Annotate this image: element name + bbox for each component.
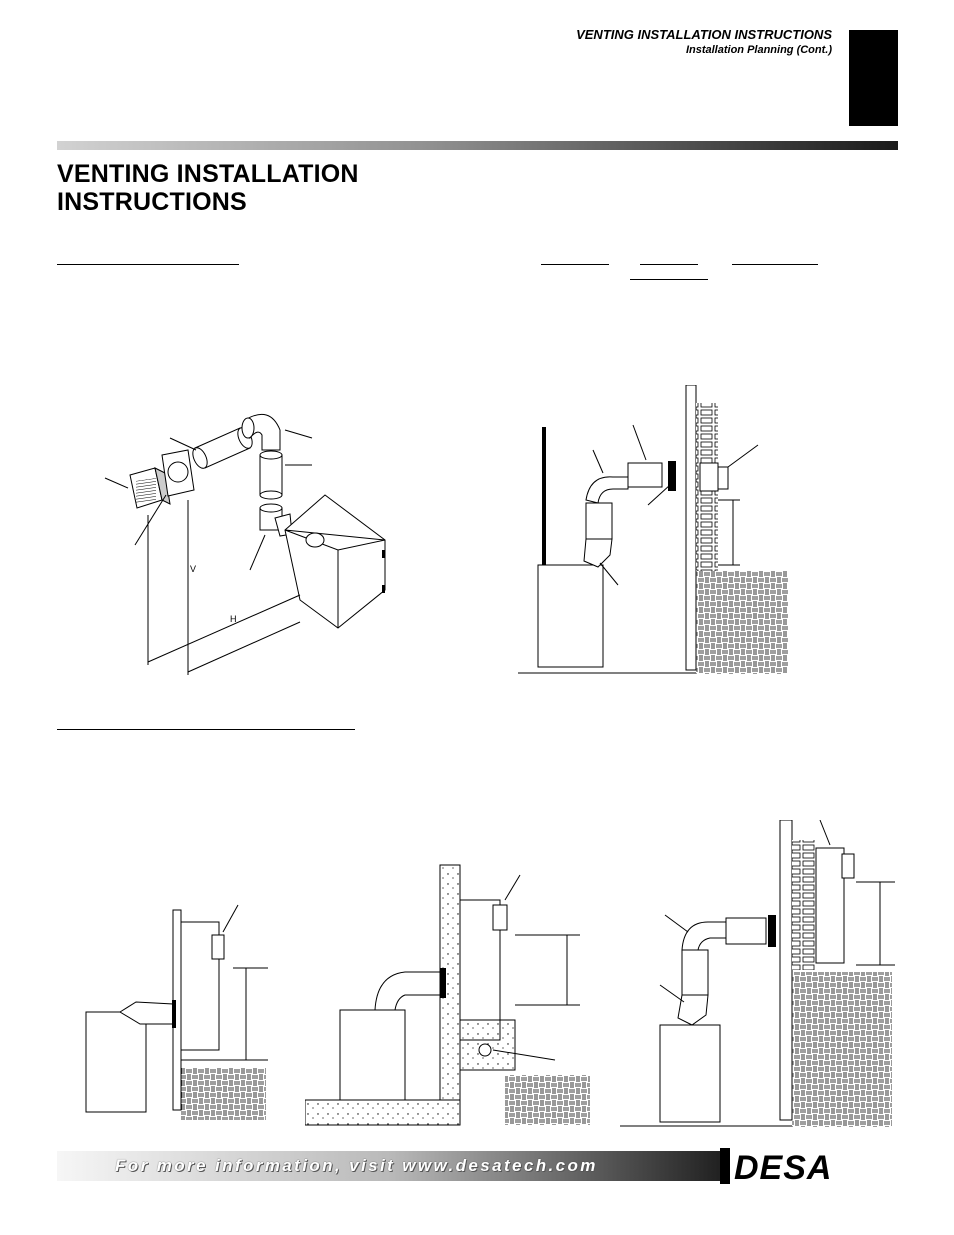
desa-logo: DESA bbox=[720, 1148, 832, 1184]
page-tab-marker bbox=[849, 30, 898, 126]
heading-underline-3 bbox=[640, 264, 698, 265]
heater-cabinet-icon bbox=[659, 1024, 721, 1123]
vent-cap-icon bbox=[211, 934, 225, 960]
figure-below-grade bbox=[305, 864, 590, 1126]
wall-plate-icon bbox=[161, 449, 195, 497]
page-title-line-1: VENTING INSTALLATION bbox=[57, 160, 359, 188]
figure-wall-installation bbox=[518, 385, 788, 674]
vent-elbow-icon bbox=[374, 971, 441, 1011]
drain-pipe-icon bbox=[478, 1043, 492, 1057]
heater-cabinet-icon bbox=[339, 1009, 406, 1101]
bottom-elbow-icon bbox=[677, 994, 709, 1026]
heater-cabinet-icon bbox=[537, 564, 604, 668]
figure-vent-kit-exploded: V H bbox=[104, 413, 386, 675]
vertical-dimension-label: V bbox=[190, 564, 196, 574]
exterior-wall bbox=[685, 385, 697, 671]
ground-pattern bbox=[792, 972, 892, 1127]
ground-pattern bbox=[505, 1075, 590, 1125]
vent-cap-icon bbox=[699, 462, 719, 492]
vertical-pipe-icon bbox=[259, 450, 283, 500]
heading-underline-4 bbox=[732, 264, 818, 265]
figure-basement-left bbox=[85, 904, 268, 1120]
brick-veneer bbox=[792, 840, 816, 970]
ground-pattern bbox=[696, 571, 788, 674]
elbow-top-icon bbox=[241, 413, 281, 451]
footer-info-link[interactable]: For more information, visit www.desatech… bbox=[115, 1156, 598, 1175]
section-title: VENTING INSTALLATION INSTRUCTIONS bbox=[576, 27, 832, 42]
heading-underline-1 bbox=[57, 264, 239, 265]
vent-cap-icon bbox=[492, 904, 508, 931]
top-elbow-icon bbox=[585, 476, 629, 504]
exterior-wall bbox=[779, 820, 793, 1121]
heading-underline-6 bbox=[57, 729, 355, 730]
horizontal-dimension-label: H bbox=[230, 614, 237, 624]
desa-logo-text: DESA bbox=[734, 1149, 832, 1184]
header-gradient-rule bbox=[57, 141, 898, 150]
page-title-line-2: INSTRUCTIONS bbox=[57, 188, 247, 216]
wall-plate-icon bbox=[668, 461, 676, 491]
horizontal-pipe-icon bbox=[192, 427, 253, 469]
vent-extension bbox=[815, 847, 845, 964]
floor-slab bbox=[305, 1099, 461, 1126]
figure-raised-vent-brick bbox=[620, 820, 895, 1127]
section-subtitle: Installation Planning (Cont.) bbox=[685, 44, 832, 56]
horizontal-pipe-icon bbox=[627, 462, 663, 488]
bottom-elbow-icon bbox=[583, 538, 613, 568]
page-title: VENTING INSTALLATION INSTRUCTIONS bbox=[57, 160, 457, 216]
heater-cabinet-icon bbox=[85, 1011, 147, 1113]
heading-underline-5 bbox=[630, 279, 708, 280]
ground-pattern bbox=[181, 1068, 266, 1120]
interior-wall-line bbox=[542, 427, 546, 665]
heading-underline-2 bbox=[541, 264, 609, 265]
vent-cap-icon bbox=[841, 853, 855, 879]
vertical-pipe-icon bbox=[585, 502, 613, 540]
footer-bar bbox=[57, 1151, 725, 1181]
vent-cap-icon bbox=[129, 467, 171, 509]
top-elbow-icon bbox=[681, 921, 727, 951]
heater-cabinet-icon bbox=[284, 494, 386, 629]
vertical-pipe-icon bbox=[681, 949, 709, 996]
horizontal-pipe-icon bbox=[725, 917, 767, 945]
